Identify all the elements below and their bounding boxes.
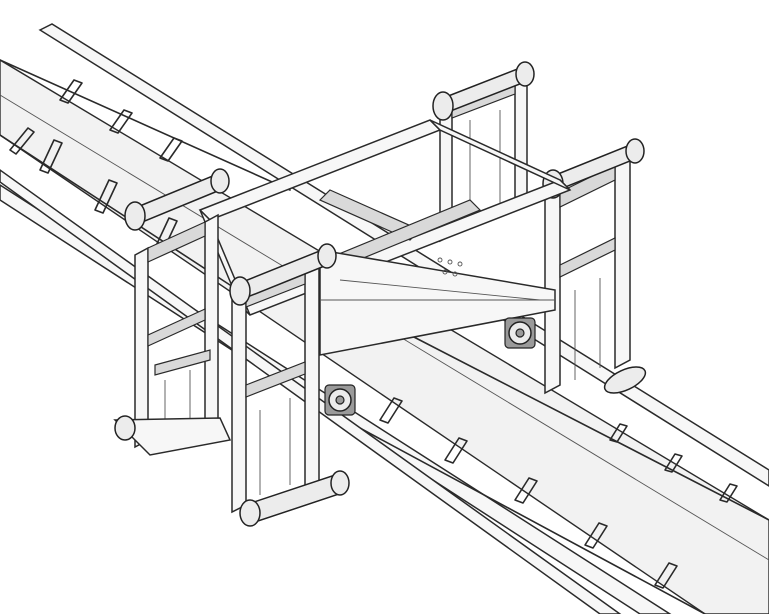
top-beam-right — [429, 119, 571, 191]
leg-post — [231, 291, 247, 514]
idler-frame — [39, 139, 63, 174]
wheel-hub — [515, 328, 525, 338]
bottom-roller — [603, 366, 647, 394]
idler-frame — [94, 179, 118, 214]
bolt-hole — [447, 259, 453, 265]
roller-end — [124, 201, 146, 231]
idler-frame — [514, 477, 538, 504]
idler-frame — [109, 109, 133, 134]
bottom-roller-end — [330, 470, 350, 496]
trolley-wheels — [324, 317, 536, 416]
idler-frame — [59, 79, 83, 104]
gantry-frame — [113, 61, 647, 527]
lower-carriage-beam — [319, 249, 556, 356]
idler-frame — [159, 137, 183, 162]
idler-frame — [584, 522, 608, 549]
bottom-roller-end — [114, 415, 136, 441]
roller-end — [317, 243, 337, 269]
roller-end — [229, 276, 251, 306]
leg-post — [514, 72, 528, 213]
leg-crossbeam — [245, 361, 306, 398]
bolt-hole — [442, 269, 448, 275]
upper-frame — [198, 119, 572, 356]
belt-edge-upper-right — [409, 334, 769, 521]
leg-front-left — [113, 213, 232, 456]
belt-edge-lower-left — [0, 134, 231, 286]
idler-frames-right — [379, 397, 738, 589]
idler-frame — [444, 437, 468, 464]
wheel-hub — [335, 395, 345, 405]
bolt-hole — [452, 271, 458, 277]
roller-end — [625, 138, 645, 164]
bottom-roller-end — [239, 499, 261, 527]
bolt-hole — [437, 257, 443, 263]
leg-step — [154, 349, 211, 376]
belt-edge-lower-right — [344, 419, 706, 614]
roller-end — [432, 91, 454, 121]
leg-crossbeam — [147, 308, 206, 347]
roller-end — [210, 168, 230, 194]
top-roller-rear — [432, 61, 535, 121]
leg-crossbeam — [559, 237, 616, 278]
top-roller-front — [229, 243, 337, 306]
idler-frame — [9, 127, 35, 155]
idler-frame — [379, 397, 403, 424]
idler-frame — [609, 423, 628, 443]
center-cross-beam — [318, 189, 422, 241]
leg-rear-right — [544, 156, 647, 395]
idler-frame — [664, 453, 683, 473]
leg-post — [614, 156, 631, 370]
leg-crossbeam — [147, 221, 206, 263]
idler-frame — [719, 483, 738, 503]
leg-base-plate — [113, 417, 232, 456]
leg-post — [134, 246, 149, 449]
belt-edge-upper-left — [0, 59, 291, 191]
bolt-hole — [457, 261, 463, 267]
idler-frame — [654, 562, 678, 589]
carriage-edge — [339, 279, 541, 301]
roller-end — [515, 61, 535, 87]
leg-post — [204, 213, 219, 434]
leg-post — [304, 261, 320, 494]
idler-frames-left — [9, 79, 183, 252]
top-roller-left — [124, 168, 230, 231]
